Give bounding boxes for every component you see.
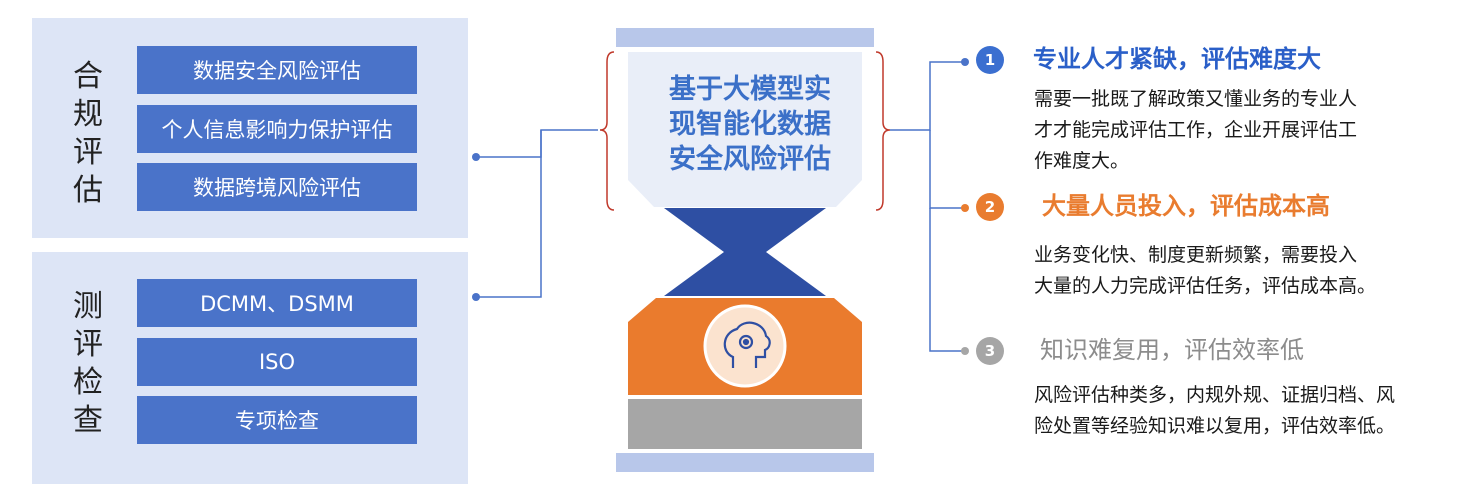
hourglass-base — [628, 399, 862, 449]
issue-title: 专业人才紧缺，评估难度大 — [1033, 45, 1321, 73]
testing-item: ISO — [137, 338, 417, 386]
issue-badge: 2 — [976, 193, 1004, 221]
left-connector — [476, 129, 598, 298]
connector-dot — [472, 153, 480, 161]
left-bracket — [599, 51, 615, 211]
compliance-title: 合规评估 — [73, 59, 103, 208]
issue-desc: 需要一批既了解政策又懂业务的专业人 才才能完成评估工作，企业开展评估工 作难度大… — [1034, 88, 1358, 172]
connector-dot — [961, 347, 969, 355]
compliance-item: 数据跨境风险评估 — [137, 163, 417, 211]
hourglass-neck — [664, 208, 826, 296]
icon-circle — [703, 304, 787, 388]
issue-badge: 1 — [976, 46, 1004, 74]
issue-title: 知识难复用，评估效率低 — [1040, 336, 1304, 364]
hourglass-bottom-bar — [616, 453, 874, 472]
hourglass-top-bar — [616, 28, 874, 47]
connector-dot — [961, 58, 969, 66]
testing-title: 测评检查 — [73, 289, 103, 438]
right-bracket — [875, 51, 891, 211]
hourglass-upper — [628, 52, 862, 207]
right-connector — [890, 61, 962, 352]
issue-desc: 风险评估种类多，内规外规、证据归档、风 险处置等经验知识难以复用，评估效率低。 — [1034, 384, 1396, 437]
gear-brain-icon — [723, 321, 771, 368]
compliance-item: 数据安全风险评估 — [137, 46, 417, 94]
connector-dot — [472, 293, 480, 301]
issue-title: 大量人员投入，评估成本高 — [1042, 192, 1330, 220]
testing-item: 专项检查 — [137, 396, 417, 444]
compliance-item: 个人信息影响力保护评估 — [137, 105, 417, 153]
connector-dot — [961, 204, 969, 212]
testing-item: DCMM、DSMM — [137, 279, 417, 327]
issue-desc: 业务变化快、制度更新频繁，需要投入 大量的人力完成评估任务，评估成本高。 — [1034, 244, 1377, 297]
issue-badge: 3 — [976, 337, 1004, 365]
center-title: 基于大模型实 现智能化数据 安全风险评估 — [669, 74, 831, 175]
